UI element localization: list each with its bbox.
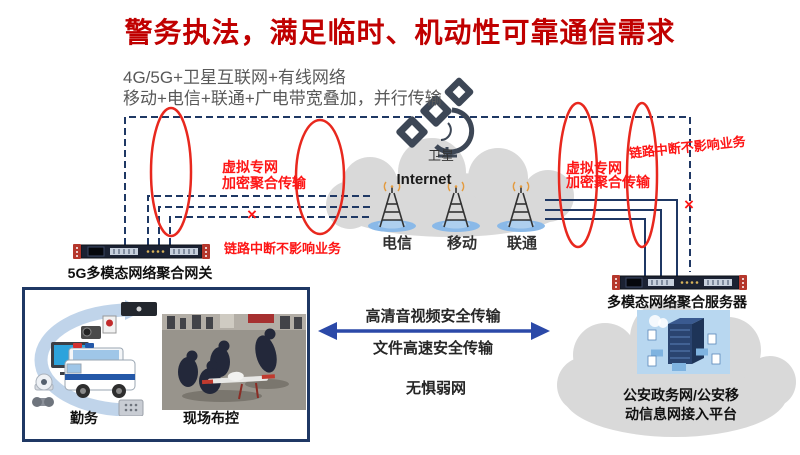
- duty-label: 勤务: [70, 410, 98, 426]
- satellite-link-line: [124, 116, 691, 272]
- deployment-label: 现场布控: [183, 410, 239, 426]
- platform-label-line2: 动信息网接入平台: [624, 406, 737, 422]
- vpn-left-line2: 加密聚合传输: [222, 175, 306, 191]
- link-break-cross-left: ×: [247, 205, 257, 224]
- vpn-right-line2: 加密聚合传输: [566, 174, 650, 190]
- link-break-label-left: 链路中断不影响业务: [224, 241, 342, 256]
- police-van-icon: [64, 343, 136, 398]
- gateway-device-icon: [73, 244, 210, 259]
- satellite-label: 卫星: [427, 148, 455, 163]
- vpn-ellipse-left-1: [149, 106, 193, 238]
- deployment-photo: [162, 314, 306, 410]
- vpn-right-line1: 虚拟专网: [566, 160, 622, 176]
- gateway-label: 5G多模态网络聚合网关: [67, 265, 213, 281]
- tower-label-telecom: 电信: [381, 235, 413, 252]
- subtitle-line2: 移动+电信+联通+广电带宽叠加，并行传输: [123, 89, 442, 108]
- vpn-ellipse-right-2: [625, 101, 659, 249]
- tower-mobile-icon: [432, 181, 480, 232]
- transfer-arrow: [318, 322, 550, 340]
- tower-unicom-icon: [497, 181, 545, 232]
- unicom-link-line: [169, 216, 372, 245]
- duty-illustration: [32, 300, 157, 416]
- platform-label-line1: 公安政务网/公安移: [623, 387, 739, 403]
- tower-label-unicom: 联通: [506, 235, 538, 252]
- mobile-link-line: [158, 206, 372, 245]
- weak-net-label: 无惧弱网: [405, 380, 467, 397]
- internet-label: Internet: [396, 171, 452, 188]
- subtitle-line1: 4G/5G+卫星互联网+有线网络: [123, 68, 346, 87]
- transfer-video-label: 高清音视频安全传输: [365, 308, 501, 325]
- tower-telecom-icon: [368, 181, 416, 232]
- tower-label-mobile: 移动: [446, 235, 478, 252]
- link-break-cross-right: ×: [684, 195, 694, 214]
- vpn-ellipse-left-2: [294, 118, 346, 236]
- page-title: 警务执法，满足临时、机动性可靠通信需求: [124, 17, 676, 48]
- vpn-left-line1: 虚拟专网: [222, 159, 278, 175]
- transfer-file-label: 文件高速安全传输: [372, 340, 494, 357]
- scene-box: [22, 287, 310, 442]
- platform-label: 公安政务网/公安移 动信息网接入平台: [623, 386, 739, 424]
- vpn-ellipse-right-1: [557, 101, 599, 249]
- server-label: 多模态网络聚合服务器: [607, 294, 747, 310]
- solid-links: [545, 199, 678, 276]
- platform-server-image: [637, 310, 730, 374]
- vpn-tunnel-ellipses: [149, 101, 659, 249]
- satellite-icon: [396, 77, 475, 158]
- server-device-icon: [612, 275, 747, 290]
